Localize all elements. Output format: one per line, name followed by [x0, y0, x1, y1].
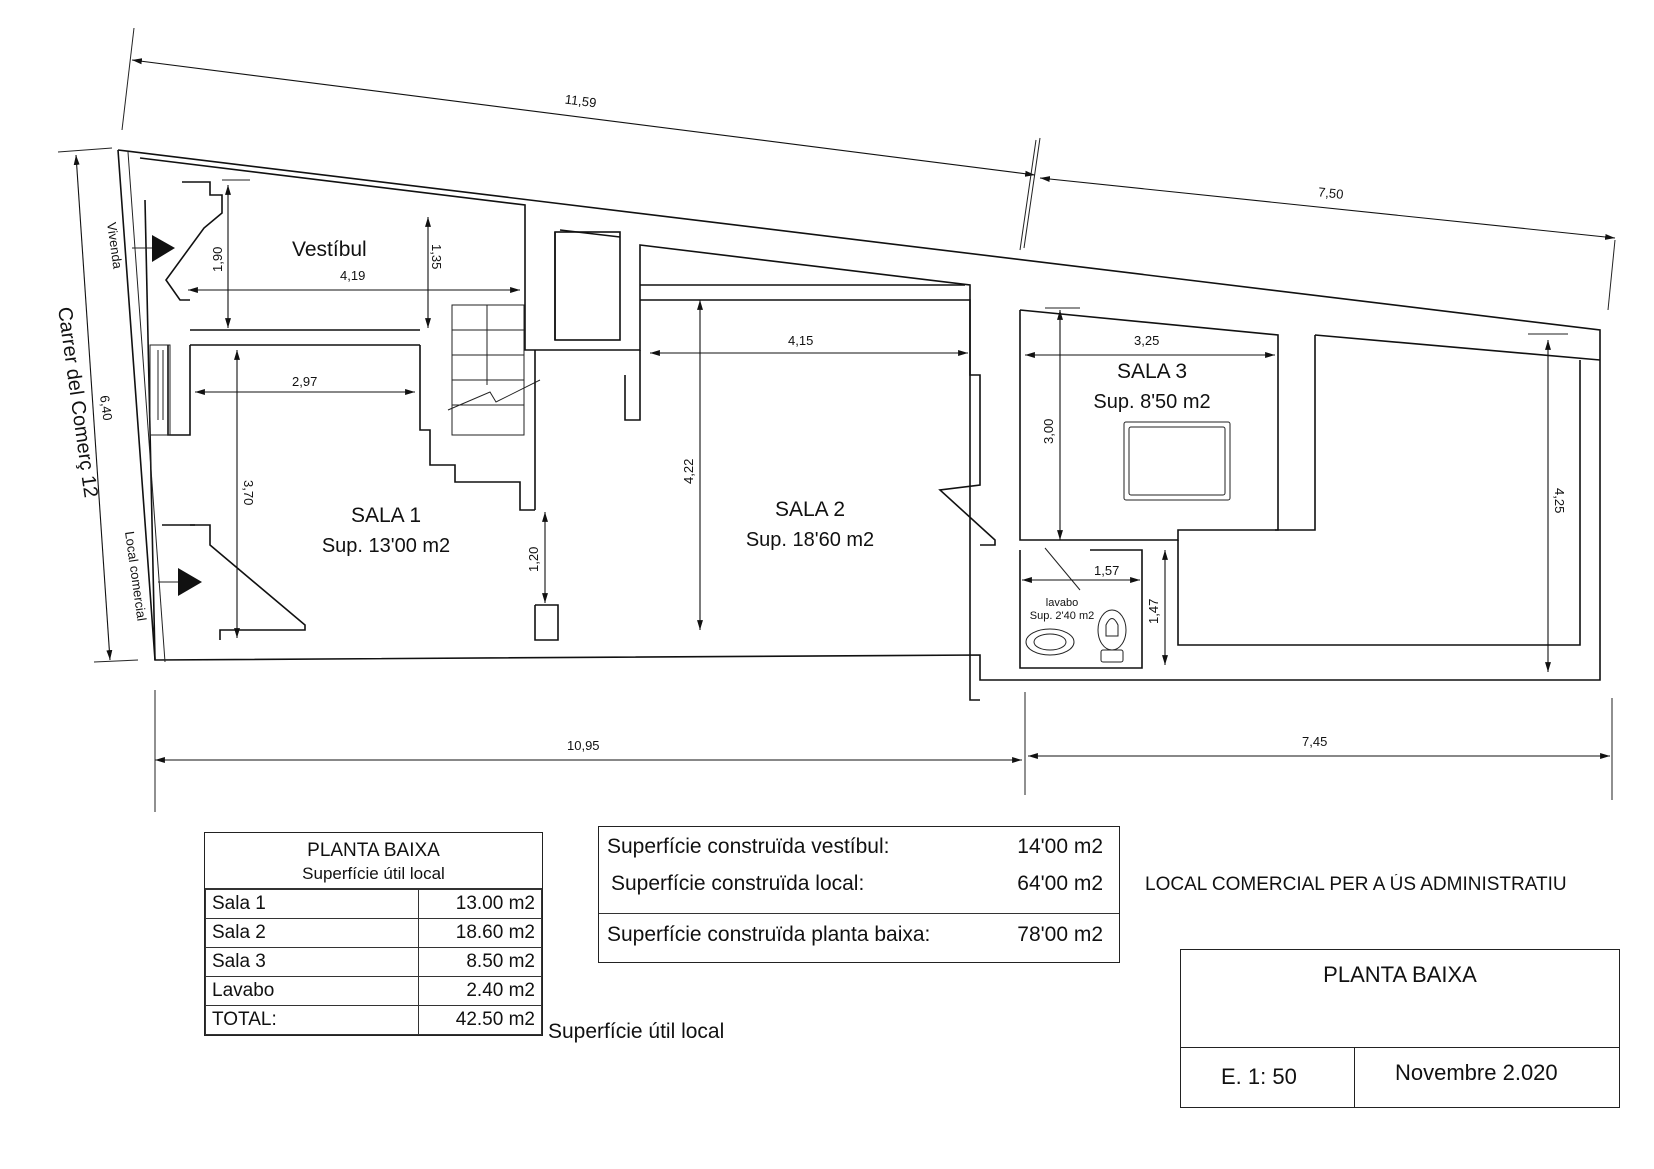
dim-bottom-left: 10,95 [567, 738, 600, 753]
dim-sala2-width: 4,15 [788, 333, 813, 348]
title-block-scale: E. 1: 50 [1221, 1064, 1297, 1089]
dim-sala2-height: 4,22 [681, 459, 696, 484]
row-value: 13.00 m2 [418, 889, 542, 919]
row-label: Sala 2 [205, 918, 419, 948]
dim-vestibul-width: 4,19 [340, 268, 365, 283]
project-name: LOCAL COMERCIAL PER A ÚS ADMINISTRATIU [1145, 874, 1567, 895]
dim-vestibul-h1: 1,90 [210, 247, 225, 272]
room-label-sala3: SALA 3 [1117, 360, 1187, 383]
room-area-lavabo: Sup. 2'40 m2 [1030, 610, 1094, 622]
dim-right-height: 4,25 [1552, 488, 1567, 513]
side-label-local-comercial: Local comercial [122, 530, 149, 622]
util-table-body: Sala 1 13.00 m2 Sala 2 18.60 m2 Sala 3 8… [205, 889, 542, 1035]
built-row-label: Superfície construïda local: [611, 872, 865, 895]
dim-lavabo-width: 1,57 [1094, 563, 1119, 578]
table-row: TOTAL: 42.50 m2 [205, 1005, 542, 1035]
row-label: Sala 3 [205, 947, 419, 977]
entry-arrow-icon [158, 568, 202, 596]
dim-sala3-width: 3,25 [1134, 333, 1159, 348]
interior-walls [149, 181, 1601, 669]
room-label-sala1: SALA 1 [351, 504, 421, 527]
dim-door-gap: 1,20 [526, 547, 541, 572]
table-row: Sala 2 18.60 m2 [205, 918, 542, 948]
built-row-label: Superfície construïda vestíbul: [607, 835, 890, 858]
table-row: Sala 1 13.00 m2 [205, 889, 542, 919]
dim-left-side: 6,40 [97, 394, 115, 421]
row-value: 2.40 m2 [418, 976, 542, 1006]
room-area-sala2: Sup. 18'60 m2 [746, 529, 874, 551]
dim-sala1-height: 3,70 [241, 480, 256, 505]
row-label: Sala 1 [205, 889, 419, 919]
dim-sala1-width: 2,97 [292, 374, 317, 389]
title-block-vdivider [1354, 1047, 1355, 1107]
built-table-divider [599, 913, 1119, 914]
title-block-title: PLANTA BAIXA [1323, 962, 1477, 987]
room-label-vestibul: Vestíbul [292, 238, 367, 261]
built-row-value: 64'00 m2 [1017, 872, 1103, 895]
dim-bottom-right: 7,45 [1302, 734, 1327, 749]
entry-arrow-icon [132, 235, 175, 262]
built-area-table: Superfície construïda vestíbul: 14'00 m2… [598, 826, 1120, 963]
dim-top-right: 7,50 [1317, 184, 1344, 202]
util-table-subtitle: Superfície útil local [302, 863, 445, 883]
table-row: Lavabo 2.40 m2 [205, 976, 542, 1006]
util-table-title: PLANTA BAIXA [307, 840, 440, 861]
dim-sala3-height: 3,00 [1041, 419, 1056, 444]
street-name: Carrer del Comerç 12 [53, 306, 102, 499]
dim-top-total: 11,59 [564, 92, 597, 111]
util-table-caption: Superfície útil local [548, 1020, 725, 1043]
row-value: 42.50 m2 [418, 1005, 542, 1035]
outer-walls [117, 149, 1601, 701]
built-row-label: Superfície construïda planta baixa: [607, 923, 931, 946]
built-row-value: 14'00 m2 [1017, 835, 1103, 858]
row-label: TOTAL: [205, 1005, 419, 1035]
title-block: PLANTA BAIXA E. 1: 50 Novembre 2.020 [1180, 949, 1620, 1108]
dimension-lines [57, 27, 1616, 812]
room-area-sala3: Sup. 8'50 m2 [1093, 391, 1210, 413]
room-area-sala1: Sup. 13'00 m2 [322, 535, 450, 557]
row-value: 8.50 m2 [418, 947, 542, 977]
room-label-lavabo: lavabo [1046, 597, 1078, 609]
table-row: Sala 3 8.50 m2 [205, 947, 542, 977]
dim-lavabo-height: 1,47 [1146, 599, 1161, 624]
built-row-value: 78'00 m2 [1017, 923, 1103, 946]
util-table-header: PLANTA BAIXA Superfície útil local [205, 833, 542, 889]
room-label-sala2: SALA 2 [775, 498, 845, 521]
side-label-vivenda: Vivenda [104, 221, 125, 270]
util-area-table: PLANTA BAIXA Superfície útil local Sala … [204, 832, 543, 1036]
row-value: 18.60 m2 [418, 918, 542, 948]
row-label: Lavabo [205, 976, 419, 1006]
dim-vestibul-h2: 1,35 [429, 244, 444, 269]
floor-plan: 11,59 7,50 6,40 10,95 7,45 4,19 1,90 1,3… [53, 27, 1616, 812]
title-block-date: Novembre 2.020 [1395, 1060, 1558, 1085]
title-block-divider [1181, 1047, 1619, 1048]
